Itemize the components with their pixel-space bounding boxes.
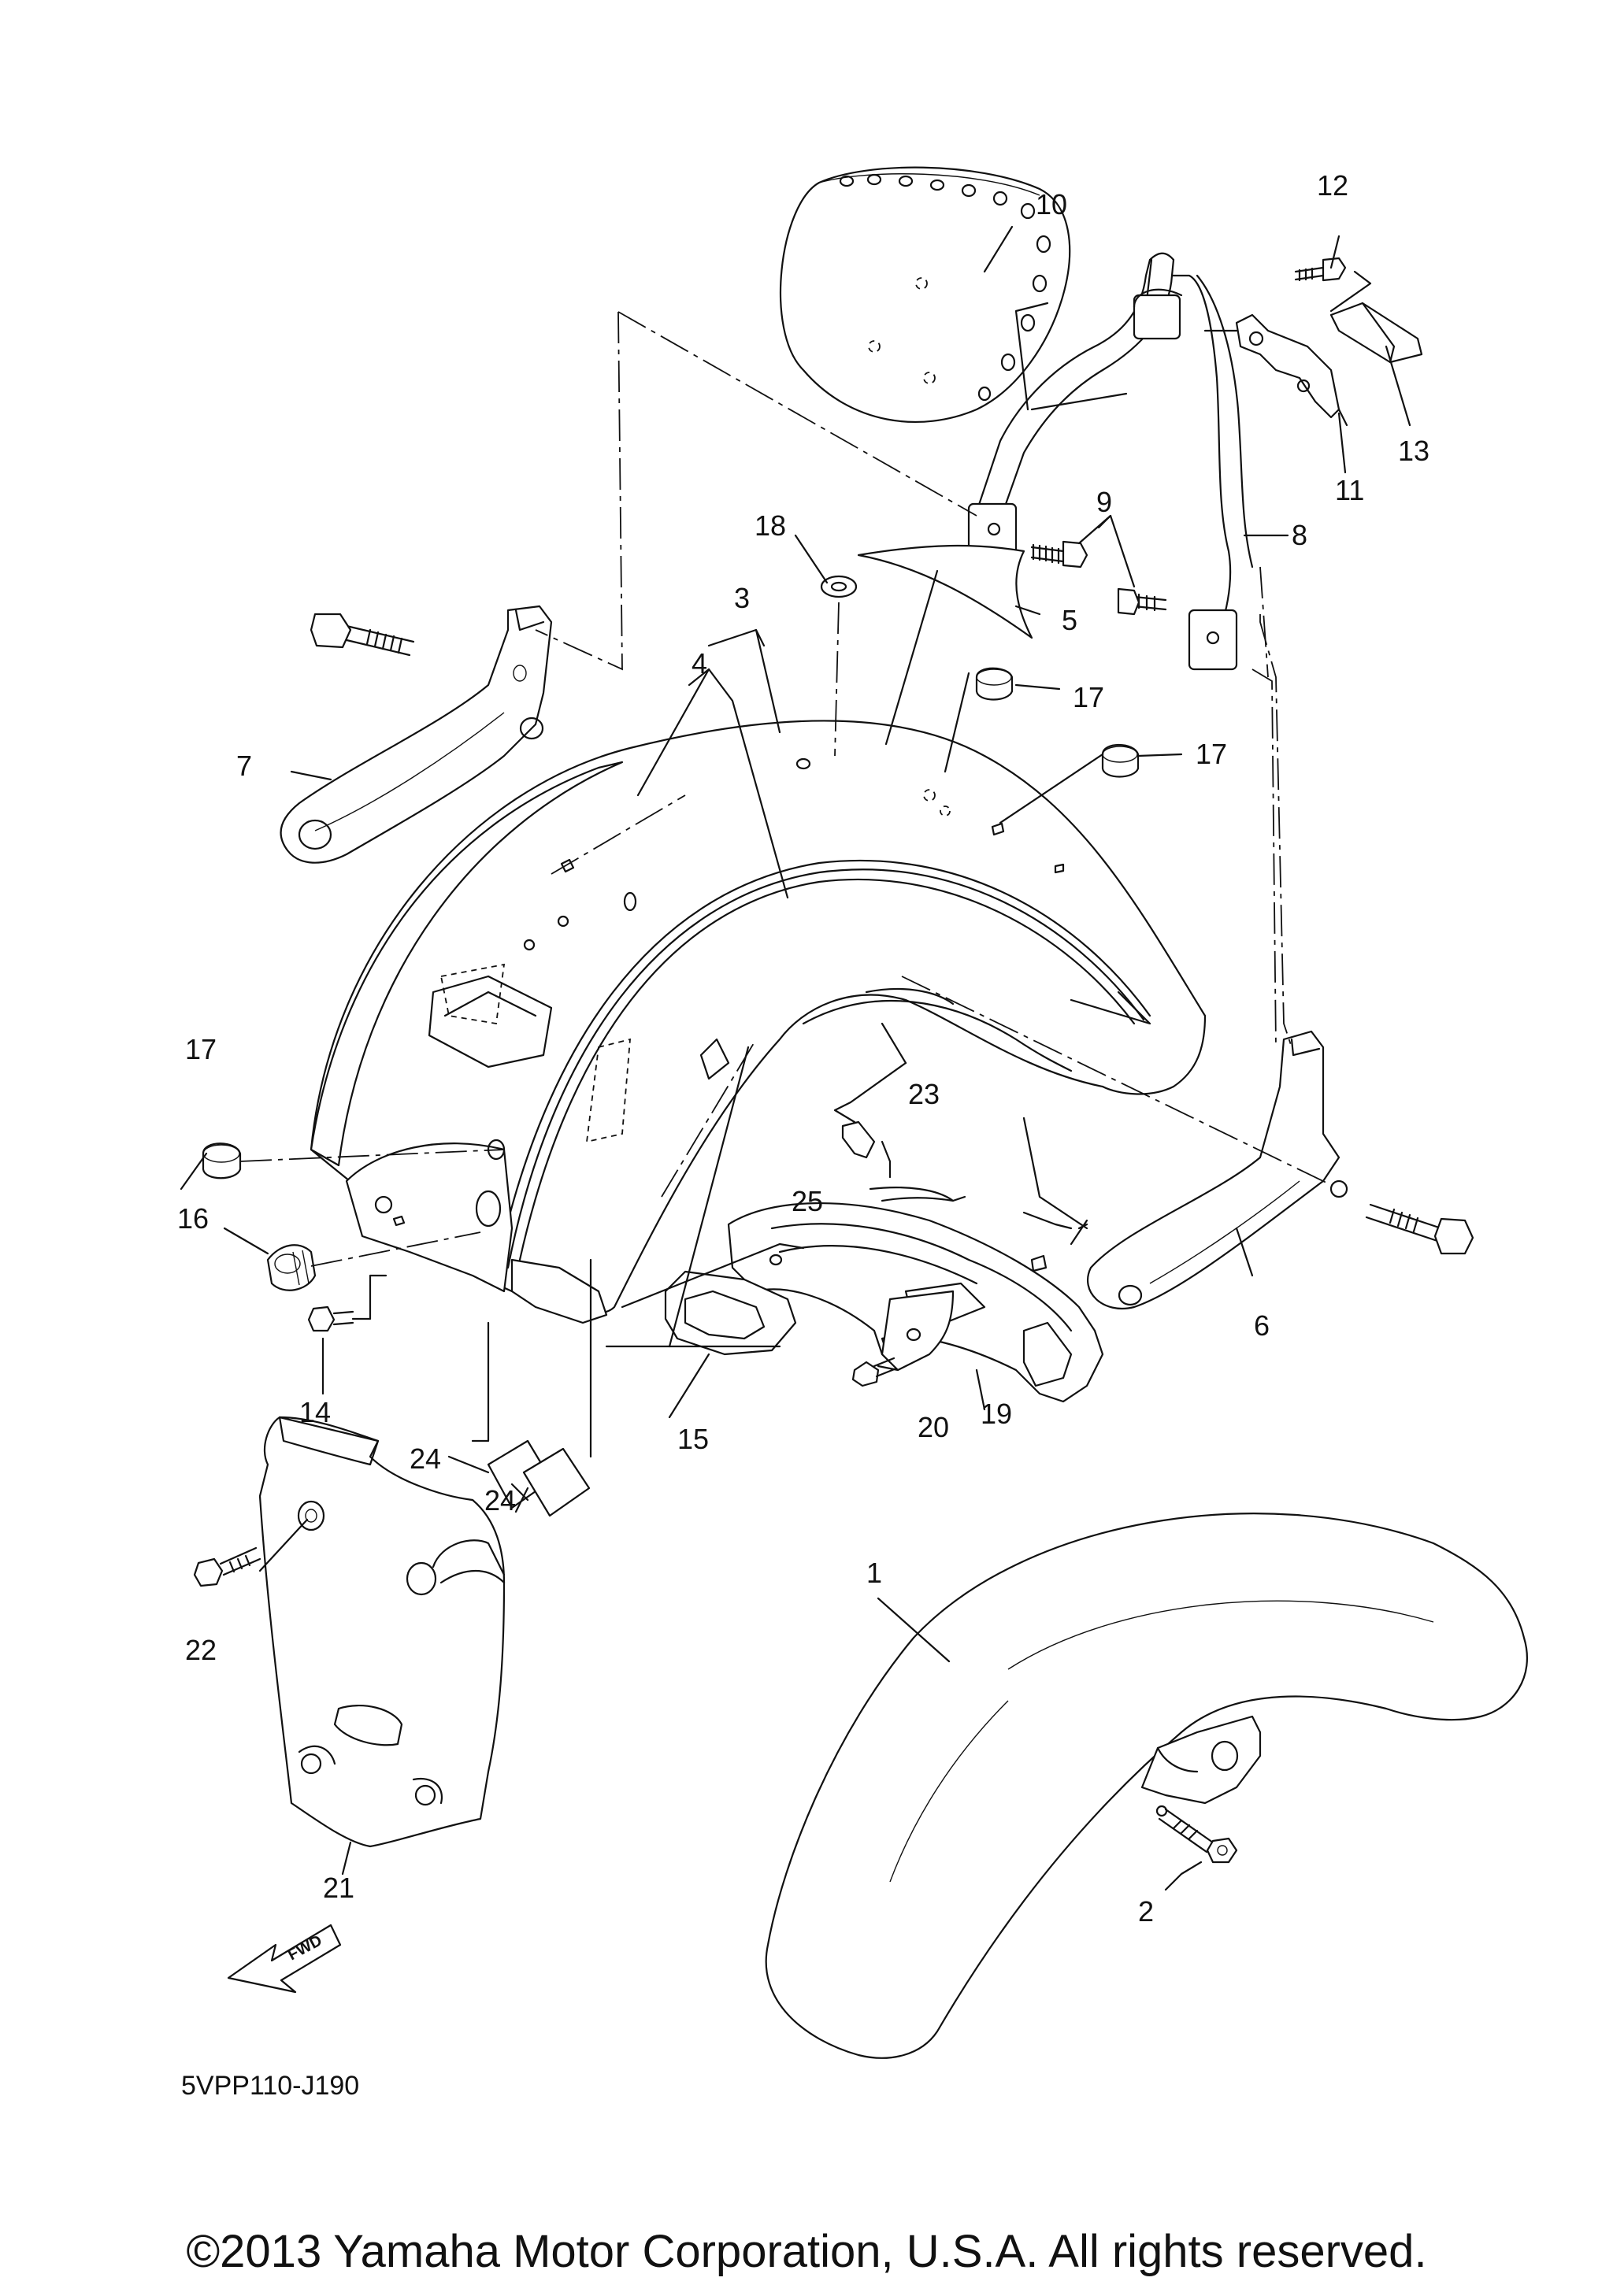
callout-1: 1 xyxy=(866,1557,882,1589)
part-21-side-cover xyxy=(258,1416,506,1848)
callout-10: 10 xyxy=(1036,188,1067,220)
part-17-grommets xyxy=(202,667,1140,1179)
diagram-code: 5VPP110-J190 xyxy=(181,2071,359,2101)
part-18-washer xyxy=(820,575,858,598)
callout-23: 23 xyxy=(908,1078,940,1110)
leader-lines xyxy=(180,225,1411,1891)
callout-2: 2 xyxy=(1138,1895,1154,1928)
part-7-left-rail xyxy=(280,605,553,864)
callout-21: 21 xyxy=(323,1872,354,1904)
part-9-bolts xyxy=(1030,540,1167,616)
callout-4: 4 xyxy=(692,647,707,680)
part-2-bolt xyxy=(1158,1808,1238,1864)
part-14-bolt xyxy=(307,1305,354,1332)
callout-17c: 17 xyxy=(185,1033,217,1065)
part-15-reflector xyxy=(664,1270,797,1356)
part-23-clip xyxy=(841,1120,876,1159)
part-6-right-rail xyxy=(1086,1030,1474,1309)
callout-25: 25 xyxy=(792,1185,823,1217)
callout-9: 9 xyxy=(1096,486,1112,518)
part-11-bracket xyxy=(1235,313,1348,427)
part-10-backrest-pad xyxy=(779,166,1071,424)
part-5-stripe xyxy=(857,544,1033,639)
fwd-arrow-icon: FWD xyxy=(227,1924,342,1994)
callout-13: 13 xyxy=(1398,435,1429,467)
callout-5: 5 xyxy=(1062,604,1077,636)
callout-17a: 17 xyxy=(1073,681,1104,713)
callout-14: 14 xyxy=(299,1396,331,1428)
part-13-pad xyxy=(1329,302,1423,364)
part-16-grommet xyxy=(266,1244,317,1291)
part-12-bolt xyxy=(1294,257,1347,282)
rear-fender-body xyxy=(310,720,1207,1324)
part-1-front-fender xyxy=(765,1513,1529,2059)
callout-22: 22 xyxy=(185,1634,217,1666)
callout-19: 19 xyxy=(981,1398,1012,1430)
callout-17b: 17 xyxy=(1196,738,1227,770)
callout-3: 3 xyxy=(734,582,750,614)
part-25-strip xyxy=(869,1187,955,1202)
callout-11: 11 xyxy=(1335,474,1364,506)
callout-16: 16 xyxy=(177,1202,209,1235)
part-24-tape-pads xyxy=(487,1439,591,1517)
callout-6: 6 xyxy=(1254,1309,1270,1342)
callout-24b: 24 xyxy=(484,1484,516,1516)
callout-7: 7 xyxy=(236,750,252,782)
callout-20: 20 xyxy=(918,1411,949,1443)
callout-labels: 1 2 3 4 5 6 7 8 9 10 11 12 13 14 15 16 1… xyxy=(177,169,1429,1928)
part-19-inner-fender xyxy=(727,1202,1104,1403)
part-22-bolt xyxy=(193,1546,261,1587)
callout-12: 12 xyxy=(1317,169,1348,202)
callout-15: 15 xyxy=(677,1423,709,1455)
callout-24a: 24 xyxy=(410,1442,441,1475)
callout-8: 8 xyxy=(1292,519,1307,551)
callout-18: 18 xyxy=(755,509,786,542)
copyright-notice: ©2013 Yamaha Motor Corporation, U.S.A. A… xyxy=(186,2226,1427,2277)
part-20-bolt xyxy=(851,1357,898,1387)
